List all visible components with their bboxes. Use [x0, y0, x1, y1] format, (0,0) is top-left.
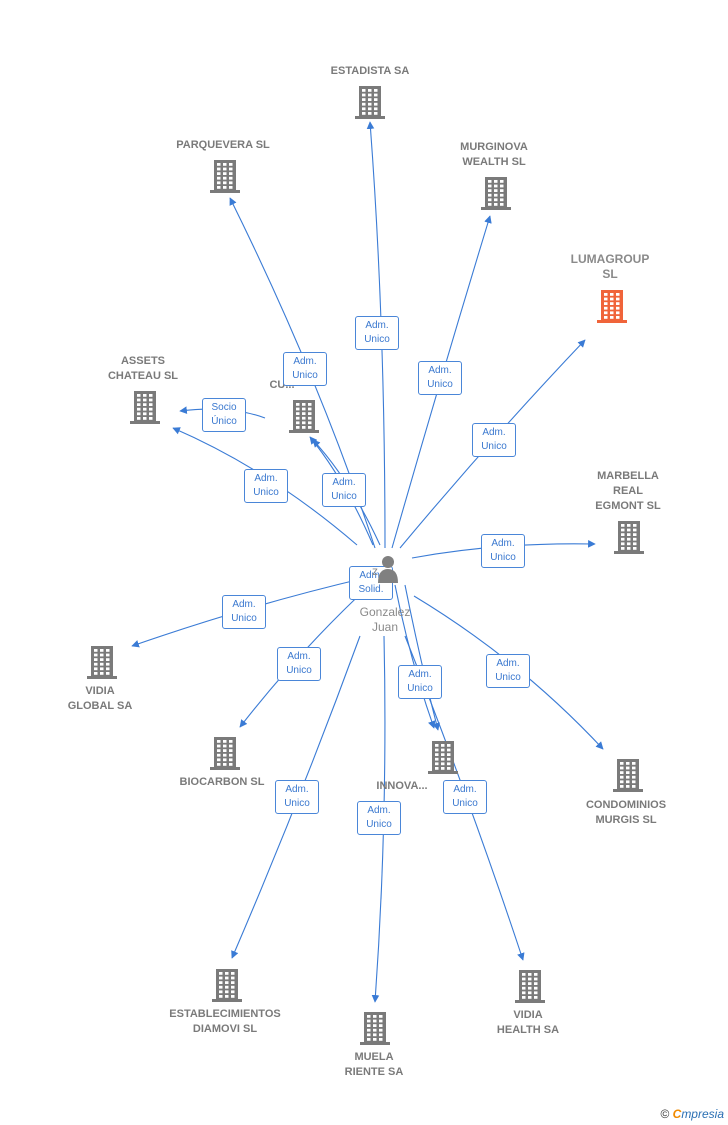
edge-innova-a [394, 584, 436, 729]
node-label-marbella[interactable]: MARBELLA REAL EGMONT SL [595, 470, 661, 512]
node-label-estadista[interactable]: ESTADISTA SA [330, 65, 410, 77]
building-icon-assets[interactable] [128, 389, 162, 425]
edge-label-marbella: Adm. Unico [481, 534, 525, 568]
building-icon-biocarbon[interactable] [208, 735, 242, 771]
edge-label-muela: Adm. Unico [357, 801, 401, 835]
building-icon-innova[interactable] [426, 739, 460, 775]
copyright-symbol: © [660, 1107, 670, 1121]
building-icon-vidia-global[interactable] [85, 644, 119, 680]
node-label-establecimientos[interactable]: ESTABLECIMIENTOS DIAMOVI SL [169, 1008, 281, 1035]
building-icon-vidia-health[interactable] [513, 968, 547, 1004]
edge-label-condominios: Adm. Unico [486, 654, 530, 688]
person-icon[interactable]: z [356, 553, 412, 593]
edge-label-vidia-health: Adm. Unico [443, 780, 487, 814]
edge-label-estadista: Adm. Unico [355, 316, 399, 350]
building-icon-lumagroup[interactable] [595, 288, 629, 324]
edge-label-vidia-global: Adm. Unico [222, 595, 266, 629]
building-icon-condominios[interactable] [611, 757, 645, 793]
edge-label-establecimientos: Adm. Unico [275, 780, 319, 814]
building-icon-establecimientos[interactable] [210, 967, 244, 1003]
edge-label-innova: Adm. Unico [398, 665, 442, 699]
edge-label-murginova: Adm. Unico [418, 361, 462, 395]
edge-label-assets: Adm. Unico [244, 469, 288, 503]
building-icon-cumbria[interactable] [287, 398, 321, 434]
node-label-muela[interactable]: MUELA RIENTE SA [344, 1051, 404, 1078]
edge-label-lumagroup: Adm. Unico [472, 423, 516, 457]
edge-innova-b [404, 584, 441, 731]
brand-footer: © Cmpresia [660, 1107, 724, 1121]
node-label-innova[interactable]: INNOVA... [376, 780, 428, 792]
person-partial-text: z [372, 564, 378, 578]
building-icon-muela[interactable] [358, 1010, 392, 1046]
brand-initial: C [672, 1107, 682, 1121]
node-label-biocarbon[interactable]: BIOCARBON SL [179, 776, 265, 788]
building-icon-murginova[interactable] [479, 175, 513, 211]
node-label-assets[interactable]: ASSETS CHATEAU SL [107, 355, 179, 382]
building-icon-marbella[interactable] [612, 519, 646, 555]
node-label-parquevera[interactable]: PARQUEVERA SL [176, 139, 270, 151]
node-label-lumagroup[interactable]: LUMAGROUP SL [570, 252, 650, 281]
building-icon-estadista[interactable] [353, 84, 387, 120]
person-name[interactable]: Gonzalez Juan [359, 605, 411, 634]
edge-label-biocarbon: Adm. Unico [277, 647, 321, 681]
edge-label-parquevera: Adm. Unico [283, 352, 327, 386]
node-label-murginova[interactable]: MURGINOVA WEALTH SL [460, 141, 528, 168]
node-label-condominios[interactable]: CONDOMINIOS MURGIS SL [585, 799, 667, 826]
node-label-vidia-global[interactable]: VIDIA GLOBAL SA [67, 685, 133, 712]
edge-label-assets-socio: Socio Único [202, 398, 246, 432]
edge-label-cumbria: Adm. Unico [322, 473, 366, 507]
building-icon-parquevera[interactable] [208, 158, 242, 194]
node-label-vidia-health[interactable]: VIDIA HEALTH SA [496, 1009, 560, 1036]
brand-name: mpresia [681, 1107, 724, 1121]
